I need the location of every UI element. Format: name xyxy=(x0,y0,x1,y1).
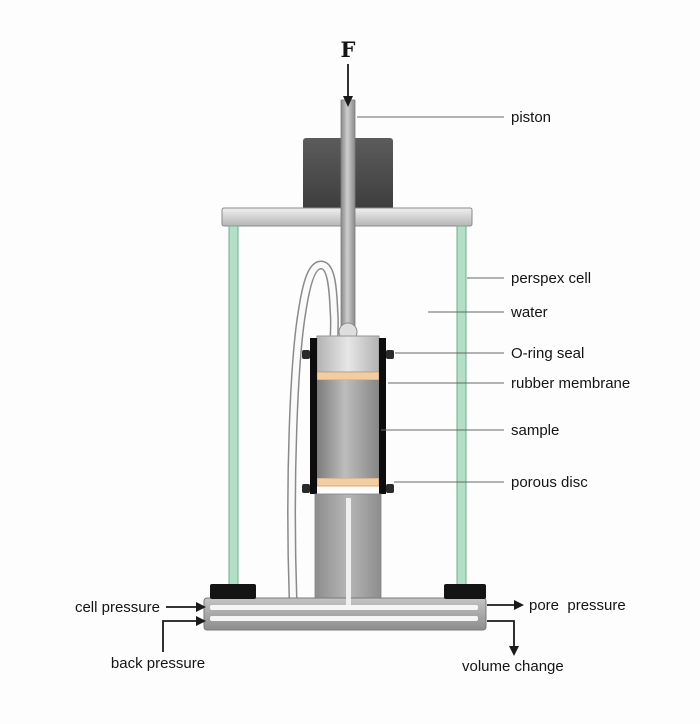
o-ring-bottom-right xyxy=(386,484,394,493)
callout-water: water xyxy=(428,304,548,321)
callout-back-pressure: back pressure xyxy=(111,616,206,672)
callout-piston: piston xyxy=(357,109,551,126)
label-sample: sample xyxy=(511,422,559,439)
o-ring-top-left xyxy=(302,350,310,359)
label-o-ring-seal: O-ring seal xyxy=(511,345,584,362)
channel-lower xyxy=(210,616,478,621)
arrow-volume-change-line xyxy=(487,620,515,647)
clamp-pad-left xyxy=(210,584,256,599)
rubber-membrane-right xyxy=(379,338,386,494)
label-pore-pressure: pore pressure xyxy=(529,597,626,614)
sample-body xyxy=(317,380,379,478)
arrow-back-pressure-line xyxy=(162,620,197,652)
base-block xyxy=(203,597,487,631)
arrow-pore-pressure-head xyxy=(514,600,524,610)
drainage-tube xyxy=(288,261,338,601)
callout-rubber-membrane: rubber membrane xyxy=(388,375,630,392)
label-rubber-membrane: rubber membrane xyxy=(511,375,630,392)
arrow-cell-pressure-head xyxy=(196,602,206,612)
label-volume-change: volume change xyxy=(462,658,564,675)
porous-disc-bottom xyxy=(316,477,380,487)
pedestal-duct xyxy=(346,498,351,610)
callout-sample: sample xyxy=(381,422,559,439)
rubber-membrane-left xyxy=(310,338,317,494)
callout-cell-pressure: cell pressure xyxy=(75,599,206,616)
label-water: water xyxy=(510,304,548,321)
force-label: F xyxy=(341,37,356,62)
o-ring-bottom-left xyxy=(302,484,310,493)
callout-pore-pressure: pore pressure xyxy=(487,597,626,614)
label-back-pressure: back pressure xyxy=(111,655,205,672)
perspex-wall-right xyxy=(456,225,467,589)
callout-volume-change: volume change xyxy=(462,620,564,675)
perspex-wall-left xyxy=(228,225,239,589)
label-piston: piston xyxy=(511,109,551,126)
label-cell-pressure: cell pressure xyxy=(75,599,160,616)
clamp-pad-right xyxy=(444,584,486,599)
arrow-back-pressure-head xyxy=(196,616,206,626)
porous-disc-top xyxy=(316,371,380,381)
sample-top-cap xyxy=(316,335,380,373)
channel-upper xyxy=(210,605,478,610)
callout-porous-disc: porous disc xyxy=(394,474,588,491)
label-porous-disc: porous disc xyxy=(511,474,588,491)
force-arrowhead xyxy=(343,96,353,107)
o-ring-top-right xyxy=(386,350,394,359)
piston-rod xyxy=(340,99,356,329)
arrow-volume-change-head xyxy=(509,646,519,656)
label-perspex-cell: perspex cell xyxy=(511,270,591,287)
callout-o-ring-seal: O-ring seal xyxy=(395,345,584,362)
callout-perspex-cell: perspex cell xyxy=(467,270,591,287)
